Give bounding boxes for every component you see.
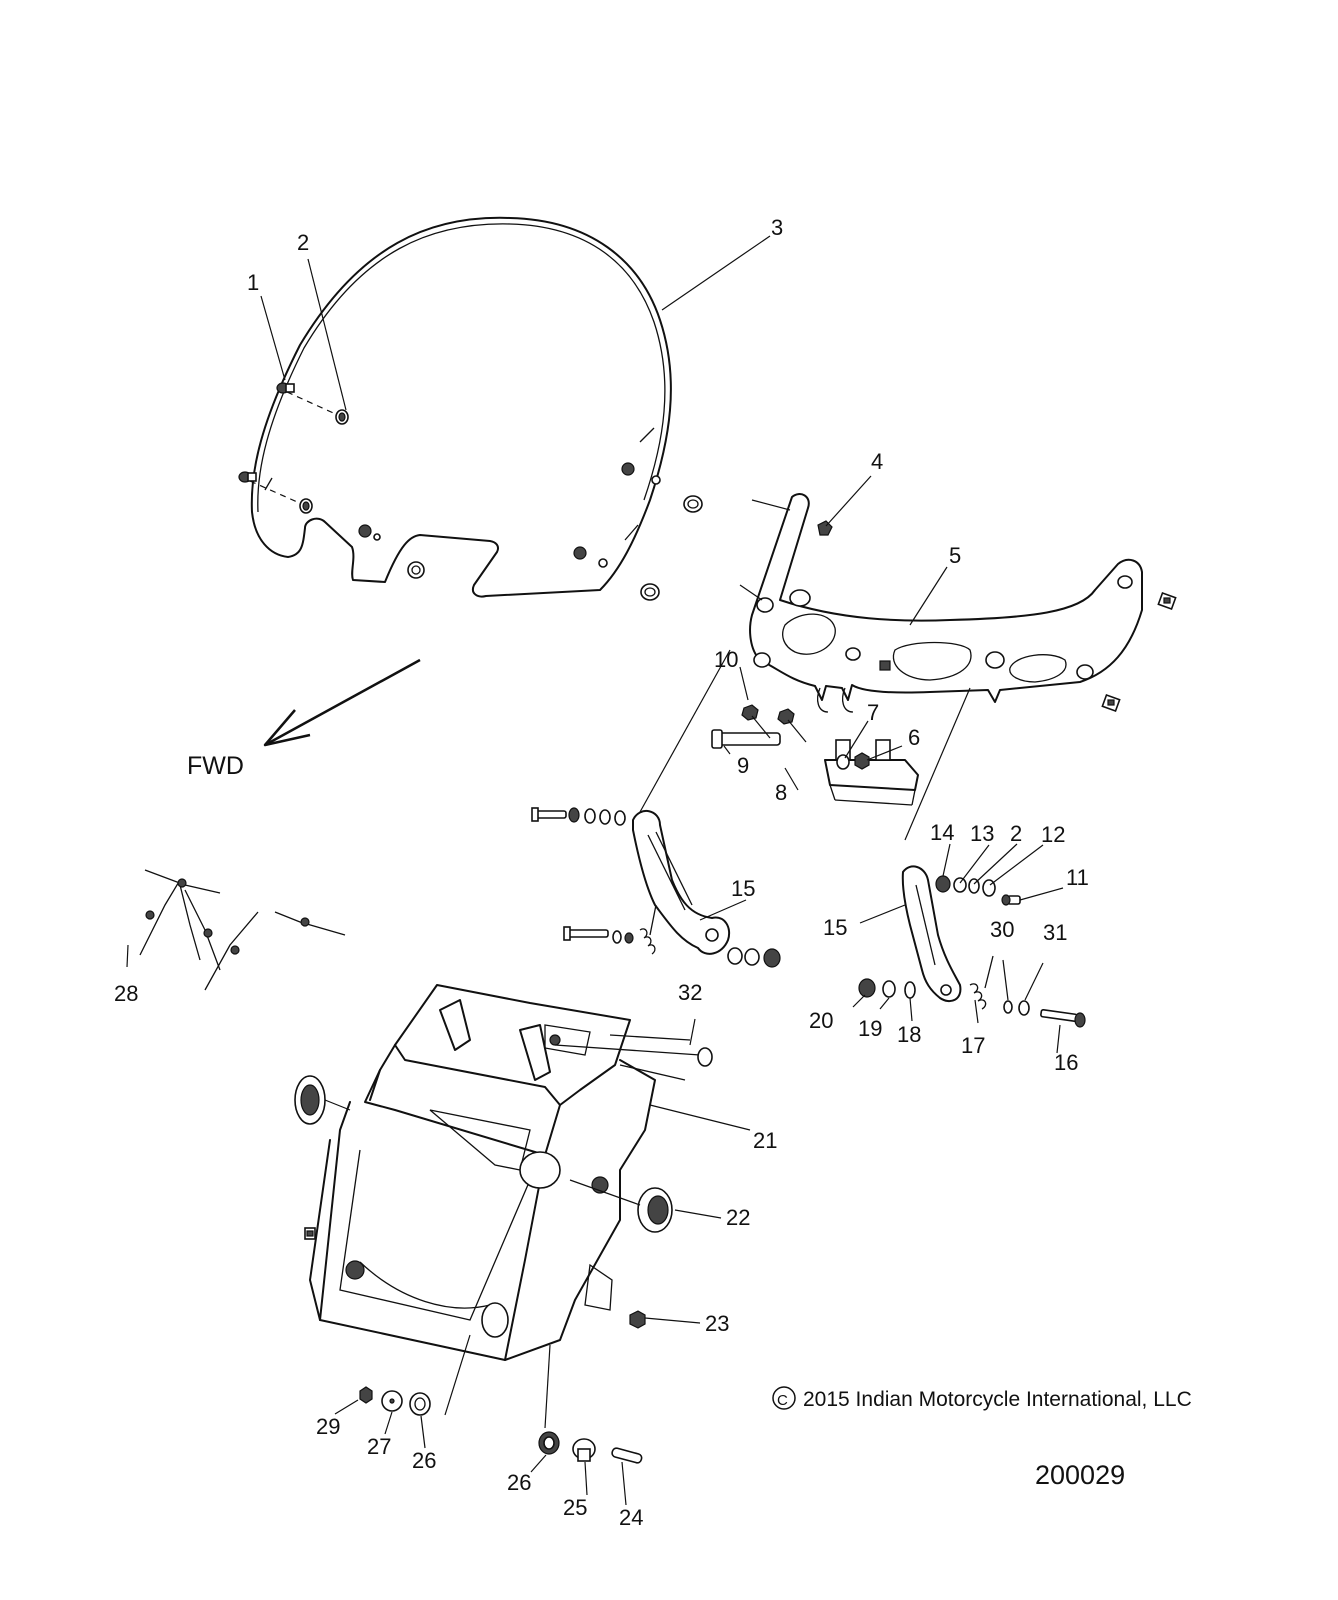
callout-18: 18 — [897, 1022, 921, 1047]
callout-11: 11 — [1066, 865, 1089, 890]
bolt-part-9 — [711, 729, 781, 749]
nut-right-upper — [621, 462, 661, 485]
bolt-center — [777, 708, 807, 743]
windshield — [249, 216, 672, 598]
nut-center-left — [358, 524, 381, 541]
callout-3: 3 — [771, 215, 783, 240]
right-link-hardware — [858, 875, 1086, 1028]
callout-27: 27 — [367, 1434, 391, 1459]
callout-9: 9 — [737, 753, 749, 778]
callout-2-link: 2 — [1010, 821, 1022, 846]
bushing-part-25 — [572, 1438, 596, 1462]
callout-4: 4 — [871, 449, 883, 474]
callout-15-right: 15 — [823, 915, 847, 940]
right-link-arm-part-15 — [901, 865, 962, 1003]
washer-center — [407, 561, 425, 579]
callout-16: 16 — [1054, 1050, 1078, 1075]
screw-part-1-upper — [276, 382, 295, 394]
callout-15-left: 15 — [731, 876, 755, 901]
left-link-hardware — [531, 807, 781, 968]
spacer-part-26-lower — [538, 1431, 560, 1455]
clip-nut-bracket-mid — [879, 660, 891, 671]
callout-13: 13 — [970, 821, 994, 846]
copyright-symbol: C — [777, 1392, 788, 1409]
callout-leaders — [126, 235, 1064, 1324]
spacer-part-26-upper — [409, 1392, 431, 1416]
callout-5: 5 — [949, 543, 961, 568]
callout-22: 22 — [726, 1205, 750, 1230]
callout-28: 28 — [114, 981, 138, 1006]
callout-6: 6 — [908, 725, 920, 750]
bolt-part-10 — [741, 704, 771, 739]
callout-21: 21 — [753, 1128, 777, 1153]
nut-right-lower — [573, 546, 608, 568]
callout-19: 19 — [858, 1016, 882, 1041]
callout-31: 31 — [1043, 920, 1067, 945]
callout-1: 1 — [247, 270, 259, 295]
callout-30: 30 — [990, 917, 1014, 942]
washer-part-7 — [836, 754, 850, 770]
clip-nut-right-lower — [1101, 693, 1121, 713]
pin-part-24 — [611, 1447, 643, 1464]
callout-numbers: 1 2 3 4 5 6 7 8 9 10 11 12 2 13 14 15 15… — [114, 215, 1089, 1530]
nut-part-6 — [854, 752, 870, 770]
nut-part-4 — [817, 520, 833, 536]
nut-part-23 — [629, 1310, 646, 1329]
nut-part-29 — [359, 1386, 373, 1404]
copyright-notice: C 2015 Indian Motorcycle International, … — [772, 1386, 1192, 1411]
callout-26-lower: 26 — [507, 1470, 531, 1495]
left-link-arm-part-15 — [632, 810, 731, 955]
copyright-text: 2015 Indian Motorcycle International, LL… — [803, 1388, 1192, 1411]
callout-2-windshield: 2 — [297, 230, 309, 255]
callout-14: 14 — [930, 820, 954, 845]
frame-hardware — [294, 1075, 673, 1464]
callout-32: 32 — [678, 980, 702, 1005]
forward-direction-arrow: FWD — [187, 658, 421, 780]
callout-24: 24 — [619, 1505, 643, 1530]
clip-nut-left — [304, 1227, 316, 1240]
grommet-part-2-upper — [335, 409, 349, 425]
callout-10: 10 — [714, 647, 738, 672]
callout-8: 8 — [775, 780, 787, 805]
bracket-hardware — [817, 520, 1177, 713]
document-number: 200029 — [1035, 1460, 1125, 1490]
fwd-label: FWD — [187, 752, 244, 780]
windshield-fasteners — [238, 382, 703, 601]
callout-7: 7 — [867, 700, 879, 725]
washer-right-upper — [683, 495, 703, 513]
callout-23: 23 — [705, 1311, 729, 1336]
washer-right-lower — [640, 583, 660, 601]
bushing-part-22 — [569, 1179, 673, 1233]
callout-20: 20 — [809, 1008, 833, 1033]
clip-nut-right-upper — [1157, 591, 1177, 611]
wire-harness-part-28 — [139, 869, 346, 991]
callout-12: 12 — [1041, 822, 1065, 847]
windshield-bracket — [739, 493, 1143, 713]
pivot-mount-assembly — [639, 649, 971, 841]
screw-lower-left — [238, 471, 257, 483]
callout-26-upper: 26 — [412, 1448, 436, 1473]
callout-17: 17 — [961, 1033, 985, 1058]
callout-29: 29 — [316, 1414, 340, 1439]
bushing-left — [294, 1075, 351, 1125]
support-frame-part-21 — [309, 984, 713, 1361]
washer-part-27 — [381, 1390, 403, 1412]
callout-25: 25 — [563, 1495, 587, 1520]
grommet-lower-left — [299, 498, 313, 514]
